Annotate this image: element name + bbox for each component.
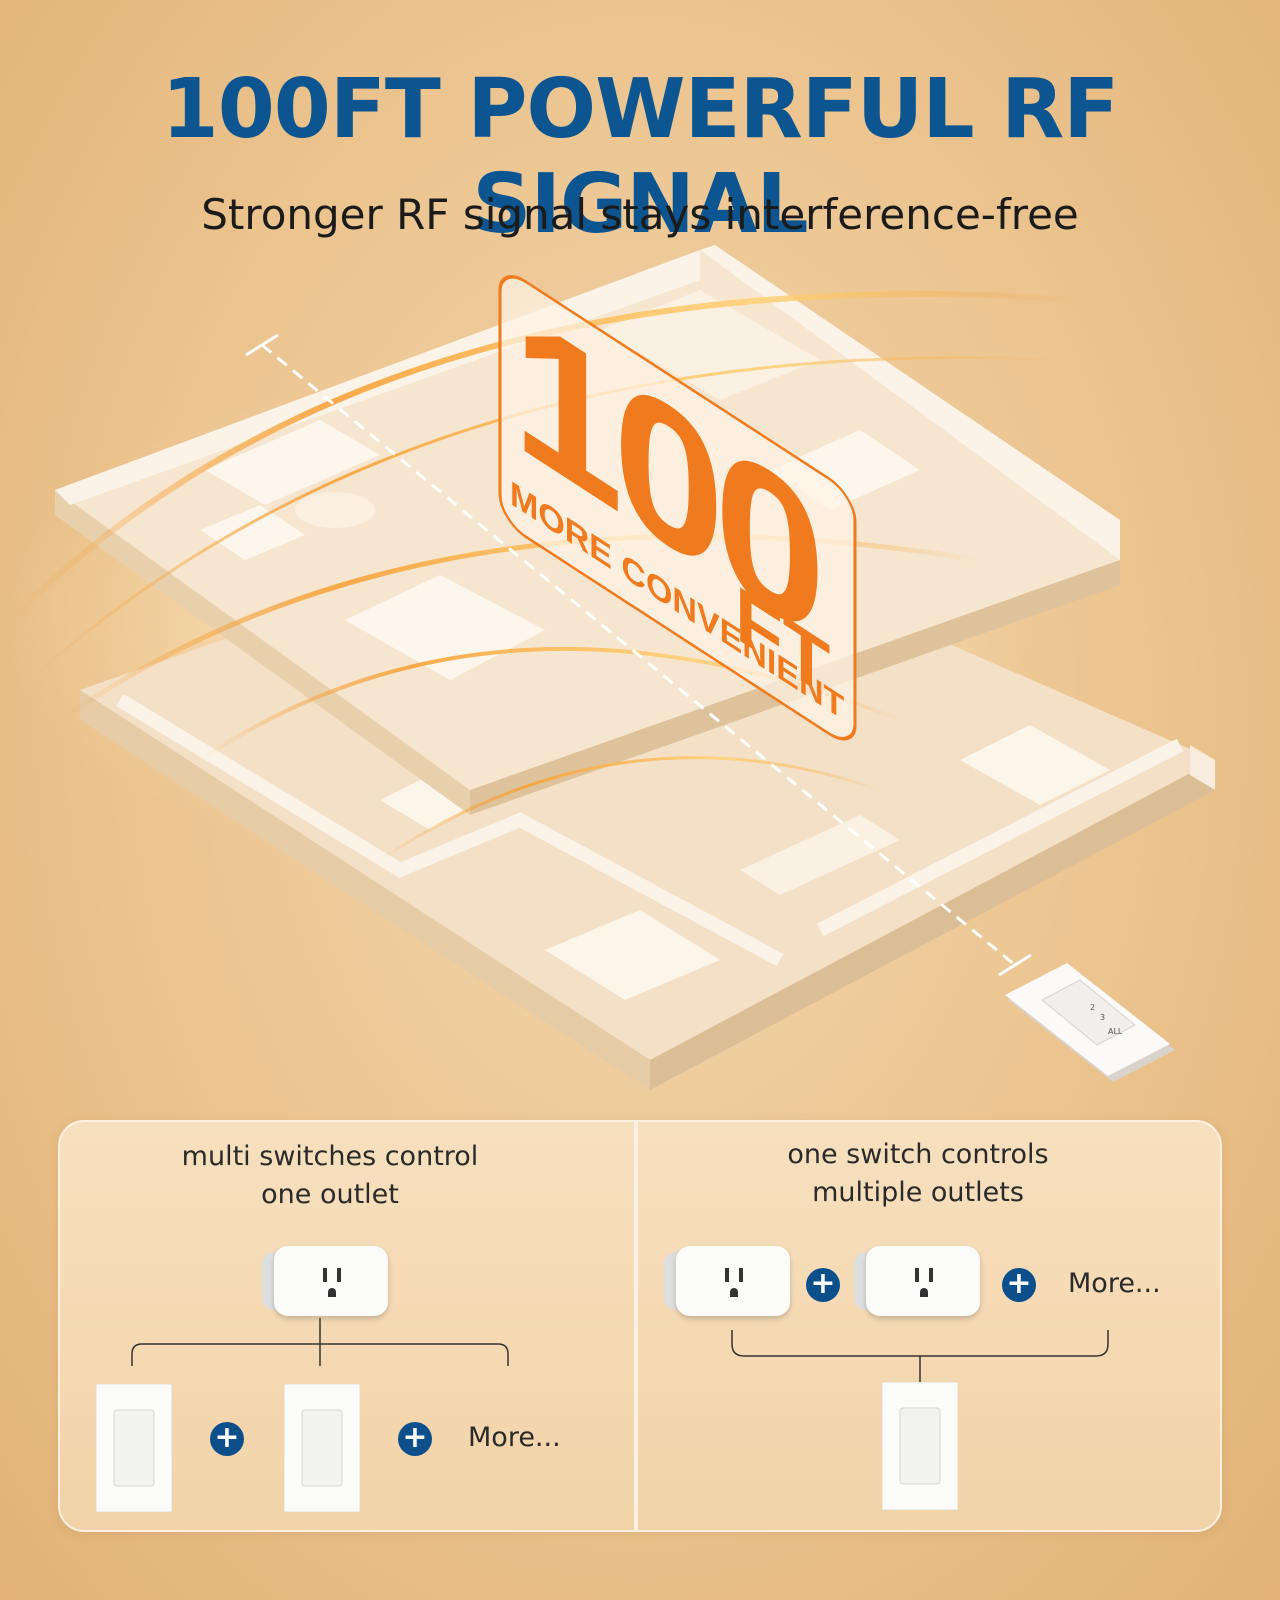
- wall-switch-3: [882, 1382, 958, 1510]
- wall-switch-1: [96, 1384, 172, 1512]
- signal-arc-2: [28, 356, 1061, 682]
- upper-sofa: [205, 420, 380, 505]
- upper-round-table: [295, 492, 375, 528]
- panel-divider: [634, 1122, 638, 1530]
- plus-icon: +: [210, 1422, 244, 1456]
- signal-arc-5: [379, 756, 881, 862]
- lower-floor-left-side: [80, 690, 650, 1090]
- lower-bed-1: [545, 910, 720, 1000]
- lower-floor-right-side: [650, 760, 1215, 1090]
- lower-back-wall: [1190, 745, 1215, 790]
- plus-icon: +: [806, 1268, 840, 1302]
- house-illustration: 100 FT MORE CONVENIENT 2 3 ALL: [0, 245, 1215, 1090]
- upper-back-wall-right: [700, 245, 1120, 560]
- outlet-face-icon: [323, 1268, 341, 1297]
- remote-label-3: 3: [1100, 1013, 1105, 1022]
- distance-line: [261, 343, 1016, 967]
- more-label: More...: [1068, 1268, 1161, 1299]
- plus-icon: +: [1002, 1268, 1036, 1302]
- wall-switch-2: [284, 1384, 360, 1512]
- left-connector: [131, 1318, 509, 1366]
- left-caption-line2: one outlet: [261, 1179, 399, 1210]
- smart-outlet: [664, 1246, 790, 1316]
- lower-bed-2: [960, 725, 1110, 805]
- upper-kitchen: [600, 290, 820, 400]
- outlet-face-icon: [725, 1268, 743, 1297]
- distance-end-cap: [998, 953, 1032, 977]
- page-subtitle: Stronger RF signal stays interference-fr…: [201, 190, 1079, 239]
- lower-walls-2: [816, 738, 1184, 937]
- upper-sofa-2: [200, 505, 305, 560]
- page-title: 100FT POWERFUL RF SIGNAL: [161, 62, 1120, 252]
- right-connector: [731, 1330, 1109, 1384]
- left-caption: multi switches control one outlet: [120, 1138, 540, 1214]
- outlet-face-icon: [915, 1268, 933, 1297]
- remote-label-2: 2: [1090, 1003, 1095, 1012]
- lower-counter: [740, 815, 900, 895]
- plus-icon: +: [398, 1422, 432, 1456]
- smart-outlet: [854, 1246, 980, 1316]
- left-caption-line1: multi switches control: [181, 1141, 479, 1172]
- more-label: More...: [468, 1422, 561, 1453]
- wall-remote: 2 3 ALL: [1005, 963, 1175, 1082]
- remote-label-all: ALL: [1108, 1027, 1123, 1036]
- smart-outlet: [262, 1246, 388, 1316]
- usage-panel: multi switches control one outlet + + Mo…: [58, 1120, 1222, 1532]
- right-caption-line2: multiple outlets: [812, 1177, 1024, 1208]
- lower-walls: [116, 694, 784, 967]
- distance-start-cap: [245, 333, 279, 357]
- right-caption: one switch controls multiple outlets: [708, 1136, 1128, 1212]
- right-caption-line1: one switch controls: [787, 1139, 1049, 1170]
- upper-floor-left-side: [55, 490, 470, 815]
- signal-arc-1: [7, 291, 1081, 623]
